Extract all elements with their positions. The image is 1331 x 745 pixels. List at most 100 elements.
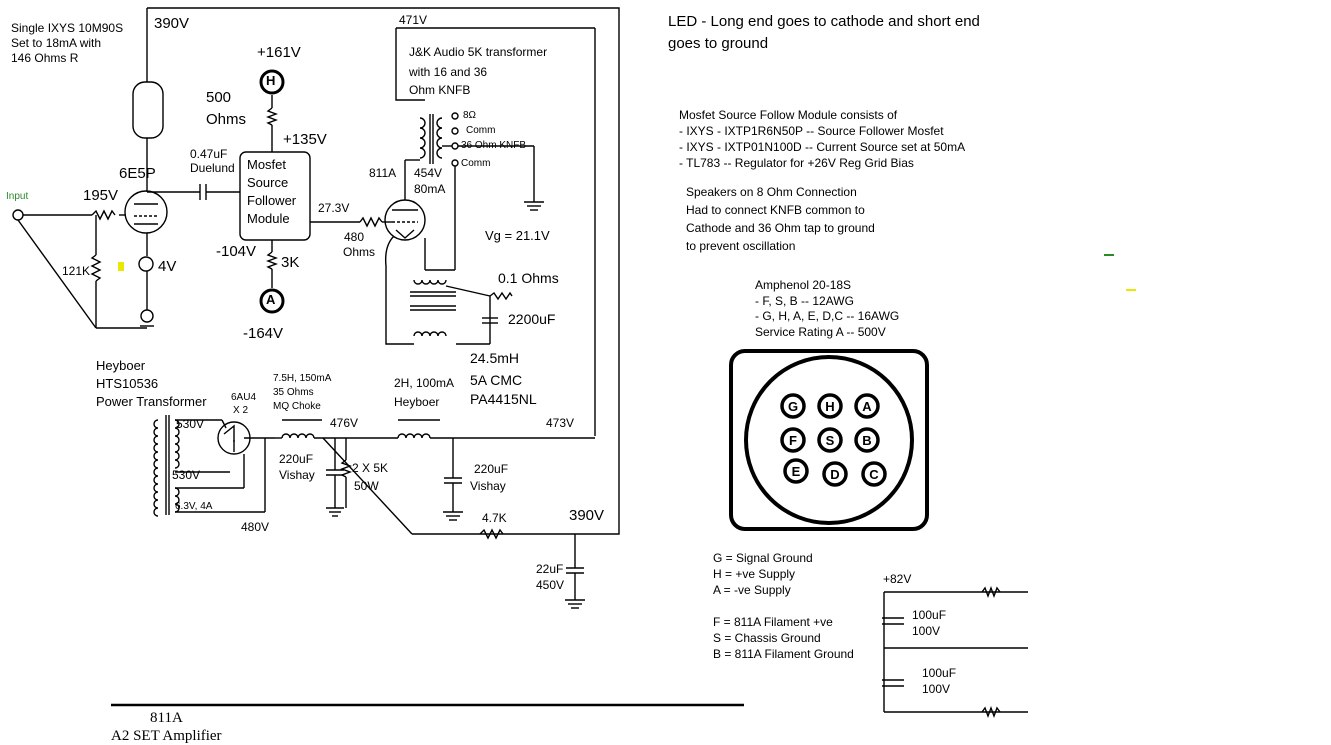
connector-pin-label-d: D [830, 467, 839, 482]
input-label: Input [6, 191, 29, 202]
connector-pin-g [780, 393, 806, 419]
r01-label: 0.1 Ohms [498, 270, 559, 286]
pin-legend-a: A = -ve Supply [713, 583, 791, 597]
rect-2: X 2 [233, 405, 249, 416]
connector-pin-label-h: H [825, 399, 834, 414]
led-indicator [118, 262, 124, 271]
current-80ma: 80mA [414, 182, 446, 196]
c220b-1: 220uF [474, 462, 509, 476]
connector-pin-e [783, 458, 809, 484]
sec-530b: 530V [172, 468, 201, 482]
module-label-2: Source [247, 175, 289, 190]
speakers-note-2: Had to connect KNFB common to [686, 203, 865, 217]
voltage-273: 27.3V [318, 201, 350, 215]
speakers-note-1: Speakers on 8 Ohm Connection [686, 185, 857, 199]
input-jack [12, 209, 24, 221]
led-note-2: goes to ground [668, 35, 769, 52]
r121k-label: 121K [62, 264, 91, 278]
tap-8ohm: 8Ω [463, 110, 477, 121]
heyboer-3: Power Transformer [96, 394, 207, 409]
voltage-4: 4V [158, 258, 177, 275]
wire-bplus-top [147, 7, 620, 535]
voltage-161: +161V [257, 44, 301, 61]
module-label-1: Mosfet [247, 157, 287, 172]
amphenol-note-3: - G, H, A, E, D,C -- 16AWG [755, 309, 900, 323]
c100a-1: 100uF [912, 608, 947, 622]
pin-legend-h: H = +ve Supply [713, 567, 796, 581]
connector-pin-label-s: S [826, 433, 835, 448]
connector-pin-f [780, 427, 806, 453]
voltage-390-bottom: 390V [569, 507, 605, 524]
connector-pin-s [817, 427, 843, 453]
tap-36ohm: 36 Ohm KNFB [461, 140, 527, 151]
tube-6e5p-label: 6E5P [119, 165, 156, 182]
title-line-1: 811A [150, 710, 183, 726]
amphenol-note-1: Amphenol 20-18S [755, 278, 852, 292]
amphenol-note-2: - F, S, B -- 12AWG [755, 294, 854, 308]
r480-1: 480 [344, 230, 365, 244]
r2x5k-1: 2 X 5K [352, 461, 389, 475]
choke2-2: Heyboer [394, 395, 440, 409]
c22-2: 450V [536, 578, 565, 592]
node-a [259, 288, 285, 314]
tap-comm-2: Comm [461, 158, 491, 169]
choke2-1: 2H, 100mA [394, 376, 455, 390]
speakers-note-4: to prevent oscillation [686, 239, 796, 253]
module-note-1: Mosfet Source Follow Module consists of [679, 108, 898, 122]
voltage-m104: -104V [216, 243, 257, 260]
c100b-1: 100uF [922, 666, 957, 680]
module-label-3: Follower [247, 193, 297, 208]
connector-pin-label-c: C [869, 467, 879, 482]
mosfet-module-box [239, 151, 311, 241]
c220a-1: 220uF [279, 452, 314, 466]
heyboer-1: Heyboer [96, 358, 146, 373]
r500-1: 500 [206, 89, 232, 106]
cmc-3: PA4415NL [470, 391, 537, 407]
c220b-2: Vishay [470, 479, 506, 493]
connector-pin-label-f: F [789, 433, 797, 448]
node-h [259, 69, 285, 95]
cap-047-1: 0.47uF [190, 147, 228, 161]
tube-811a-label: 811A [369, 166, 397, 180]
module-note-4: - TL783 -- Regulator for +26V Reg Grid B… [679, 156, 914, 170]
connector-pin-b [854, 427, 880, 453]
c100a-2: 100V [912, 624, 941, 638]
connector-pin-label-a: A [862, 399, 872, 414]
tube-6e5p [124, 190, 168, 234]
voltage-454: 454V [414, 166, 443, 180]
r500-2: Ohms [206, 111, 247, 128]
r480-2: Ohms [343, 245, 376, 259]
cmc-1: 24.5mH [470, 350, 520, 366]
ixys-note-3: 146 Ohms R [11, 51, 79, 65]
sec-63: 6.3V, 4A [175, 501, 213, 512]
connector-pin-c [861, 461, 887, 487]
choke1-2: 35 Ohms [273, 387, 314, 398]
vg-label: Vg = 21.1V [485, 228, 550, 243]
jk-note-1: J&K Audio 5K transformer [409, 45, 548, 59]
c22-1: 22uF [536, 562, 564, 576]
module-note-3: - IXYS - IXTP01N100D -- Current Source s… [679, 140, 966, 154]
jk-note-2: with 16 and 36 [409, 65, 488, 79]
connector-pin-label-e: E [792, 464, 801, 479]
c100b-2: 100V [922, 682, 951, 696]
speakers-note-3: Cathode and 36 Ohm tap to ground [686, 221, 875, 235]
ixys-note-2: Set to 18mA with [11, 36, 102, 50]
amphenol-connector-body [729, 349, 929, 531]
node-a-label: A [266, 292, 276, 307]
voltage-471: 471V [399, 13, 428, 27]
pin-legend-b: B = 811A Filament Ground [713, 647, 854, 661]
c220a-2: Vishay [279, 468, 315, 482]
heyboer-2: HTS10536 [96, 376, 159, 391]
voltage-195: 195V [83, 187, 119, 204]
tube-811a [384, 199, 426, 241]
r2x5k-2: 50W [354, 479, 379, 493]
cmc-2: 5A CMC [470, 372, 523, 388]
title-line-2: A2 SET Amplifier [111, 728, 222, 744]
pin-legend-s: S = Chassis Ground [713, 631, 821, 645]
ixys-note-1: Single IXYS 10M90S [11, 21, 124, 35]
voltage-135: +135V [283, 131, 327, 148]
choke1-3: MQ Choke [273, 401, 321, 412]
amphenol-note-4: Service Rating A -- 500V [755, 325, 886, 339]
voltage-473: 473V [546, 416, 575, 430]
voltage-476: 476V [330, 416, 359, 430]
